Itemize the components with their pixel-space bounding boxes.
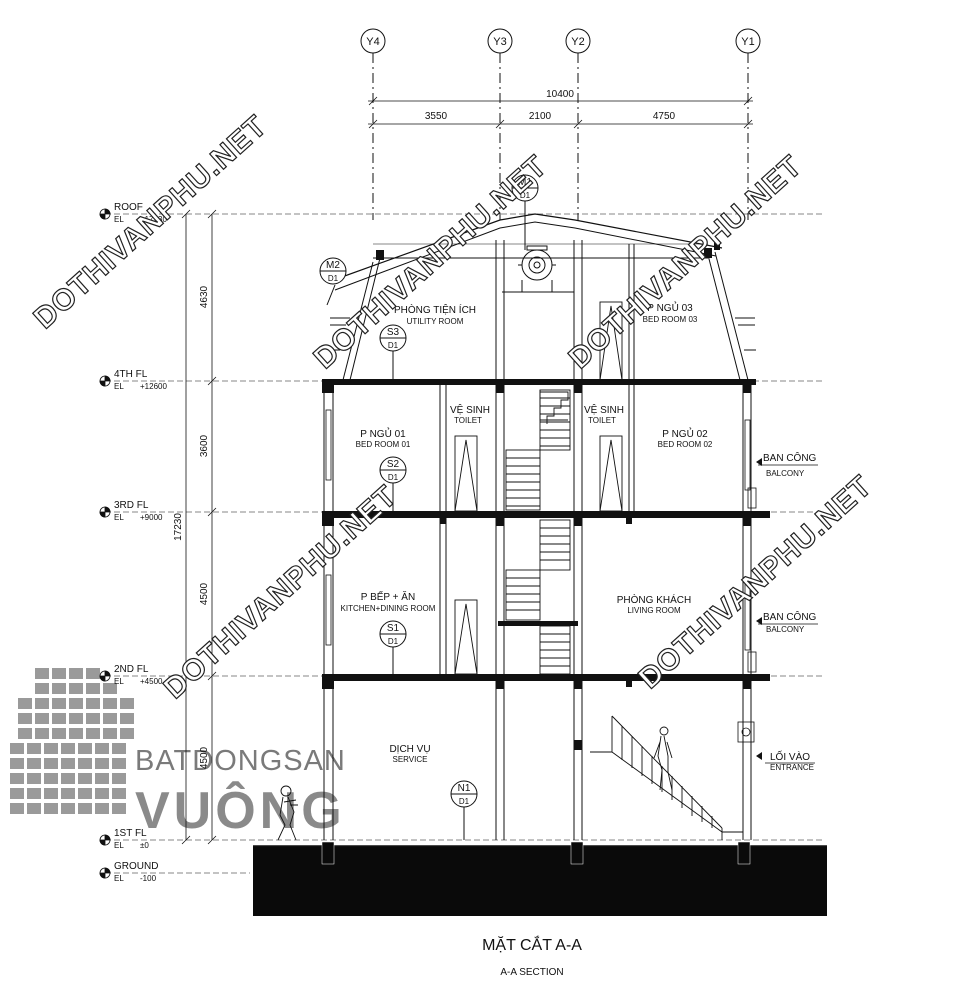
tag-n1-code: N1: [458, 783, 471, 794]
level-ground-name: GROUND: [114, 861, 158, 872]
watermark-2: DOTHIVANPHU.NET: [308, 149, 554, 375]
foundations: [321, 841, 751, 865]
vertical-dimension-lines: [181, 209, 217, 845]
room-bed03-vn: P NGỦ 03: [647, 301, 693, 314]
logo-line-2: VUÔNG: [135, 781, 346, 840]
room-service-vn: DỊCH VỤ: [389, 744, 430, 755]
level-4th-name: 4TH FL: [114, 369, 148, 380]
level-1st-el-prefix: EL: [114, 841, 124, 850]
room-toilet-right-en: TOILET: [588, 416, 616, 425]
dim-span-3: 4750: [653, 111, 676, 122]
level-ground-el-prefix: EL: [114, 874, 124, 883]
room-kitchen-vn: P BẾP + ĂN: [361, 590, 415, 603]
tag-s3-sheet: D1: [388, 341, 399, 350]
facade-windows: [325, 409, 757, 743]
axis-y2-label: Y2: [571, 36, 584, 48]
balcony-upper-arrow-icon: [756, 458, 762, 466]
room-bed02-vn: P NGỦ 02: [662, 427, 708, 440]
level-2nd-el-value: +4500: [140, 677, 163, 686]
room-living-en: LIVING ROOM: [627, 606, 681, 615]
dim-overall-width: 10400: [546, 89, 574, 100]
tag-m2-sheet: D1: [328, 274, 339, 283]
room-bed01-vn: P NGỦ 01: [360, 427, 406, 440]
logo-line-1: BATDONGSAN: [135, 745, 346, 777]
entrance-stair: [590, 715, 743, 840]
level-ground-el-value: -100: [140, 874, 157, 883]
staircase: [505, 389, 571, 675]
room-bed03-en: BED ROOM 03: [643, 315, 698, 324]
tag-s1-sheet: D1: [388, 637, 399, 646]
axis-y1-label: Y1: [741, 36, 754, 48]
room-toilet-left-en: TOILET: [454, 416, 482, 425]
tag-s3-code: S3: [387, 327, 400, 338]
water-tank: [502, 245, 574, 293]
balcony-lower-arrow-icon: [756, 617, 762, 625]
level-roof-el-value: +17230: [140, 215, 167, 224]
dim-total-height: 17230: [173, 513, 184, 541]
watermark-3: DOTHIVANPHU.NET: [563, 149, 809, 375]
logo-block-pattern: [10, 668, 134, 814]
level-3rd-el-prefix: EL: [114, 513, 124, 522]
level-4th-el-value: +12600: [140, 382, 167, 391]
room-balcony-lower-vn: BAN CÔNG: [763, 610, 817, 623]
roof-structure: [326, 213, 756, 381]
level-1st-name: 1ST FL: [114, 828, 147, 839]
level-3rd-el-value: +9000: [140, 513, 163, 522]
tag-m1-code: M1: [518, 177, 532, 188]
room-balcony-lower-en: BALCONY: [766, 625, 805, 634]
section-title-vn: MẶT CẮT A-A: [482, 935, 582, 954]
horizontal-dimension-lines: [368, 96, 753, 129]
room-bed01-en: BED ROOM 01: [356, 440, 411, 449]
watermark-5: DOTHIVANPHU.NET: [633, 469, 879, 695]
room-entrance-vn: LỐI VÀO: [770, 749, 810, 763]
tag-n1-sheet: D1: [459, 797, 470, 806]
detail-tag-circles: [319, 174, 539, 840]
tag-s1-code: S1: [387, 623, 400, 634]
dim-floor-2-height: 4500: [199, 582, 210, 605]
level-4th-el-prefix: EL: [114, 382, 124, 391]
room-living-vn: PHÒNG KHÁCH: [617, 593, 691, 606]
axis-y3-label: Y3: [493, 36, 506, 48]
level-roof-name: ROOF: [114, 202, 143, 213]
room-kitchen-en: KITCHEN+DINING ROOM: [341, 604, 436, 613]
dim-floor-1-height: 4500: [199, 746, 210, 769]
tag-m2-code: M2: [326, 260, 340, 271]
dim-floor-3-height: 3600: [199, 434, 210, 457]
level-marker-symbols: [99, 208, 111, 879]
watermark-1: DOTHIVANPHU.NET: [28, 109, 274, 335]
room-entrance-en: ENTRANCE: [770, 763, 814, 772]
section-title-en: A-A SECTION: [500, 967, 563, 978]
level-1st-el-value: ±0: [140, 841, 149, 850]
room-toilet-left-vn: VỆ SINH: [450, 403, 490, 416]
dim-span-2: 2100: [529, 111, 552, 122]
room-utility-en: UTILITY ROOM: [407, 317, 464, 326]
tag-m1-sheet: D1: [520, 191, 531, 200]
axis-y4-label: Y4: [366, 36, 379, 48]
entrance-arrow-icon: [756, 752, 762, 760]
room-balcony-upper-en: BALCONY: [766, 469, 805, 478]
dim-span-1: 3550: [425, 111, 448, 122]
grid-axes: [360, 28, 761, 220]
ground-fill: [253, 846, 827, 916]
room-utility-vn: PHÒNG TIỆN ÍCH: [394, 303, 476, 316]
room-bed02-en: BED ROOM 02: [658, 440, 713, 449]
level-3rd-name: 3RD FL: [114, 500, 149, 511]
person-left: [277, 785, 298, 841]
dim-floor-4-height: 4630: [199, 285, 210, 308]
tag-s2-sheet: D1: [388, 473, 399, 482]
column-blocks: [322, 385, 751, 750]
tag-s2-code: S2: [387, 459, 400, 470]
room-toilet-right-vn: VỆ SINH: [584, 403, 624, 416]
floor-slabs: [322, 379, 770, 681]
doors: [454, 301, 623, 675]
room-service-en: SERVICE: [393, 755, 428, 764]
level-2nd-el-prefix: EL: [114, 677, 124, 686]
level-roof-el-prefix: EL: [114, 215, 124, 224]
person-entrance: [653, 726, 673, 791]
level-2nd-name: 2ND FL: [114, 664, 149, 675]
room-balcony-upper-vn: BAN CÔNG: [763, 451, 817, 464]
